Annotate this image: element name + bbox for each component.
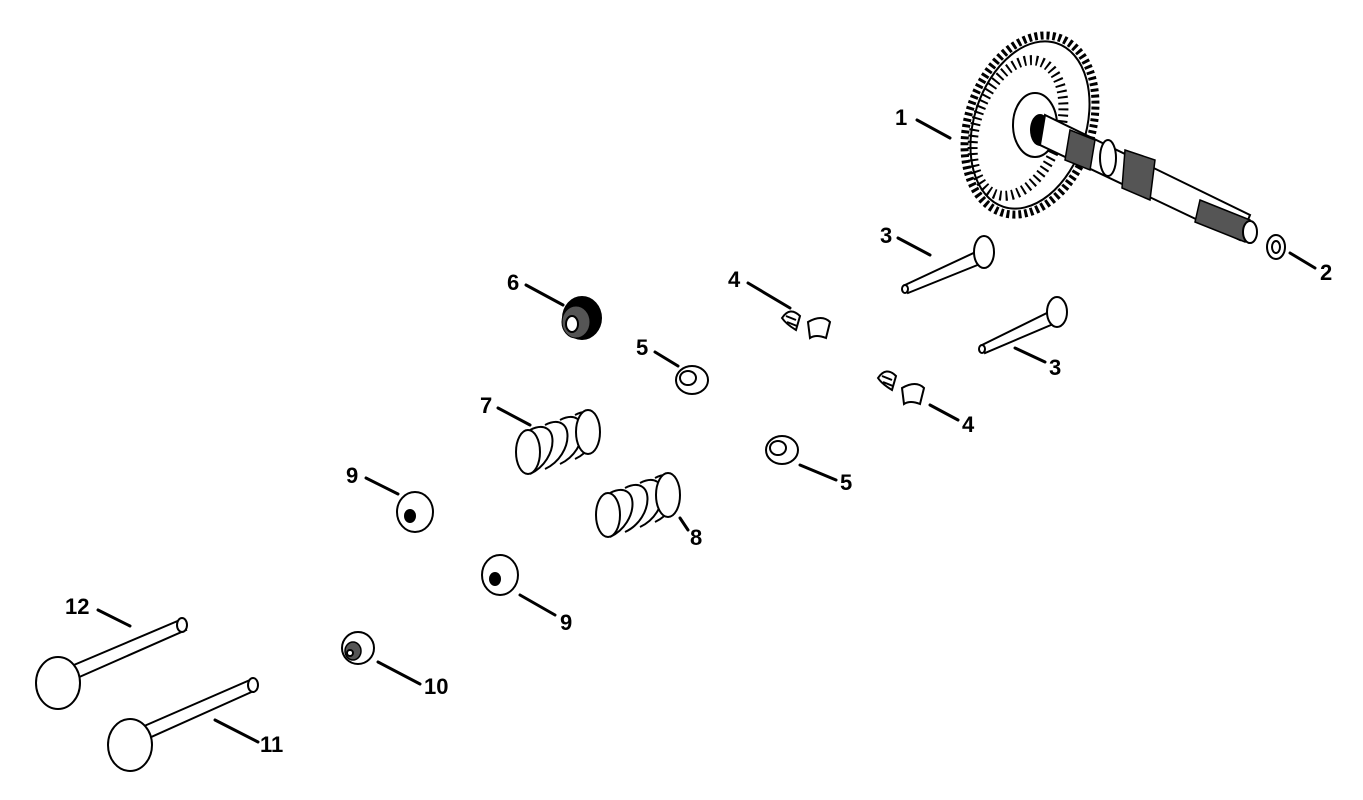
callout-9-upper: 9 <box>346 463 358 488</box>
callout-10: 10 <box>424 674 448 699</box>
valve-keeper-upper <box>780 310 832 340</box>
spring-seat-washer-upper <box>396 491 434 533</box>
callout-8: 8 <box>690 525 702 550</box>
spring-retainer-lower <box>765 435 799 465</box>
callout-5-lower: 5 <box>840 470 852 495</box>
callout-1: 1 <box>895 105 907 130</box>
camshaft-gear <box>960 31 1258 244</box>
callout-7: 7 <box>480 393 492 418</box>
callout-9-lower: 9 <box>560 610 572 635</box>
valve-rotator-part-6 <box>561 296 602 340</box>
callout-12: 12 <box>65 594 89 619</box>
washer-part-2 <box>1266 234 1286 260</box>
tappet-lower <box>978 296 1068 355</box>
spring-seat-washer-lower <box>481 554 519 596</box>
spring-retainer-upper <box>675 365 709 395</box>
callout-2: 2 <box>1320 260 1332 285</box>
valve-spring-part-7 <box>515 409 601 475</box>
callout-4-lower: 4 <box>962 412 975 437</box>
valve-seal-part-10 <box>341 631 375 665</box>
callout-5-upper: 5 <box>636 335 648 360</box>
intake-valve-part-11 <box>107 677 259 772</box>
leader-lines <box>96 118 1317 744</box>
exhaust-valve-part-12 <box>35 617 188 710</box>
valve-keeper-lower <box>876 370 926 406</box>
callout-6: 6 <box>507 270 519 295</box>
tappet-upper <box>901 235 995 295</box>
valve-spring-part-8 <box>595 472 681 538</box>
callout-3-upper: 3 <box>880 223 892 248</box>
callout-4-upper: 4 <box>728 267 741 292</box>
callout-11: 11 <box>260 732 283 757</box>
callout-3-lower: 3 <box>1049 355 1061 380</box>
